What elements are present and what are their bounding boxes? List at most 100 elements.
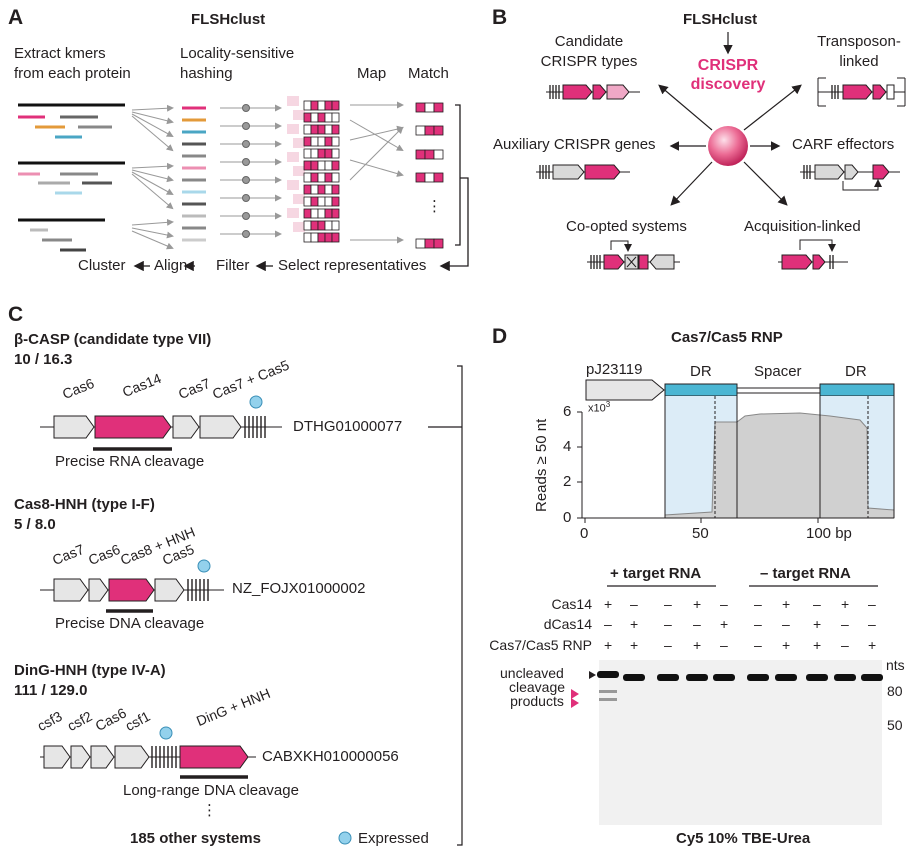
gel-lane-mark: + [693, 637, 702, 653]
nts-label: nts [886, 657, 905, 673]
step-cluster: Cluster [78, 257, 126, 274]
panel-b-hub [658, 32, 802, 206]
panel-b-transposon-operon [817, 77, 906, 107]
gel-lane-mark: – [720, 596, 728, 612]
gel-band [657, 674, 679, 681]
gel-band [747, 674, 769, 681]
gel-lane-mark: + [813, 637, 822, 653]
activity-2: Precise DNA cleavage [55, 615, 205, 632]
gel-lane-mark: – [664, 637, 672, 653]
coopted-systems-label: Co-opted systems [566, 218, 687, 235]
other-systems-label: 185 other systems [130, 830, 261, 847]
hash-cell [331, 232, 340, 243]
hash-cell [324, 208, 333, 219]
gel-lane-mark: + [868, 637, 877, 653]
cleavage-products-label: cleavage products [508, 679, 566, 709]
gel-lane-mark: + [630, 637, 639, 653]
match-cell [424, 102, 435, 113]
y-axis-label: Reads ≥ 50 nt [533, 418, 550, 512]
hash-cell [303, 208, 312, 219]
gel-lane-mark: – [630, 596, 638, 612]
hash-cell [310, 112, 319, 123]
hash-cell [303, 220, 312, 231]
hash-cell [317, 148, 326, 159]
x-tick: 100 bp [806, 525, 852, 542]
system-1-title: β-CASP (candidate type VII) [14, 331, 212, 348]
hash-cell [331, 100, 340, 111]
gel-lane-mark: + [630, 616, 639, 632]
panel-c-bracket [428, 365, 463, 846]
gel-lane-mark: – [664, 616, 672, 632]
panel-b-carf-operon [800, 164, 900, 191]
panel-b-title: FLSHclust [683, 11, 758, 28]
hash-cell [324, 232, 333, 243]
hash-cell [303, 172, 312, 183]
hash-cell [310, 148, 319, 159]
gel-band [713, 674, 735, 681]
hash-cell [331, 160, 340, 171]
more-dots: ⋮ [202, 802, 217, 819]
hash-cell [324, 184, 333, 195]
y-unit: x103 [588, 400, 611, 415]
panel-b-auxiliary-operon [536, 164, 630, 180]
system-2-title: Cas8-HNH (type I-F) [14, 496, 155, 513]
gel-lane-mark: + [720, 616, 729, 632]
match-cell [415, 102, 426, 113]
hash-cell [310, 220, 319, 231]
panel-d-title: Cas7/Cas5 RNP [671, 329, 783, 346]
hash-cell [324, 148, 333, 159]
hash-cell [303, 100, 312, 111]
panel-c-operon-1 [40, 395, 282, 451]
hash-cell [331, 136, 340, 147]
cleavage-band [599, 698, 617, 701]
step-extract-kmers: Extract kmers from each protein [14, 45, 131, 82]
match-cell [424, 125, 435, 136]
accession-2: NZ_FOJX01000002 [232, 580, 366, 597]
gel-row-label: Cas14 [551, 596, 592, 612]
dr-label-2: DR [845, 363, 867, 380]
match-cell [433, 149, 444, 160]
y-tick: 6 [563, 403, 572, 420]
hash-cell [331, 196, 340, 207]
hash-cell [317, 124, 326, 135]
gel-band [861, 674, 883, 681]
match-cell [415, 149, 426, 160]
match-cell [415, 238, 426, 249]
hash-cell [331, 124, 340, 135]
match-cell [415, 125, 426, 136]
expressed-legend-label: Expressed [358, 830, 429, 847]
transposon-linked-label: Transposon- linked [817, 33, 901, 70]
hash-cell [317, 172, 326, 183]
minus-target-header: – target RNA [760, 565, 851, 582]
hash-cell [331, 148, 340, 159]
panel-a-feedback-arrow [133, 104, 469, 272]
step-lsh: Locality-sensitive hashing [180, 45, 295, 82]
hash-cell [303, 124, 312, 135]
panel-a-hash-arrows [131, 104, 174, 250]
gel-lane-mark: – [693, 616, 701, 632]
candidate-crispr-types-label: Candidate CRISPR types [540, 33, 638, 70]
promoter-label: pJ23119 [586, 361, 643, 378]
gel-lane-mark: – [813, 596, 821, 612]
hash-cell [331, 220, 340, 231]
match-cell [433, 172, 444, 183]
auxiliary-genes-label: Auxiliary CRISPR genes [493, 136, 656, 153]
panel-a-map-lines [349, 101, 404, 244]
hash-cell [317, 184, 326, 195]
gel-caption: Cy5 10% TBE-Urea [676, 830, 811, 847]
panel-a-hash-colors [182, 106, 206, 242]
panel-d-gel [571, 585, 883, 825]
match-cell [415, 172, 426, 183]
panel-d-letter: D [492, 325, 508, 348]
gel-lane-mark: – [782, 616, 790, 632]
marker-50: 50 [887, 717, 903, 733]
hash-cell [317, 232, 326, 243]
hash-cell [331, 112, 340, 123]
panel-a-filter-dots [220, 104, 282, 238]
hash-cell [317, 112, 326, 123]
gel-band [775, 674, 797, 681]
hash-cell [324, 136, 333, 147]
system-3-title: DinG-HNH (type IV-A) [14, 662, 166, 679]
y-tick: 2 [563, 473, 572, 490]
